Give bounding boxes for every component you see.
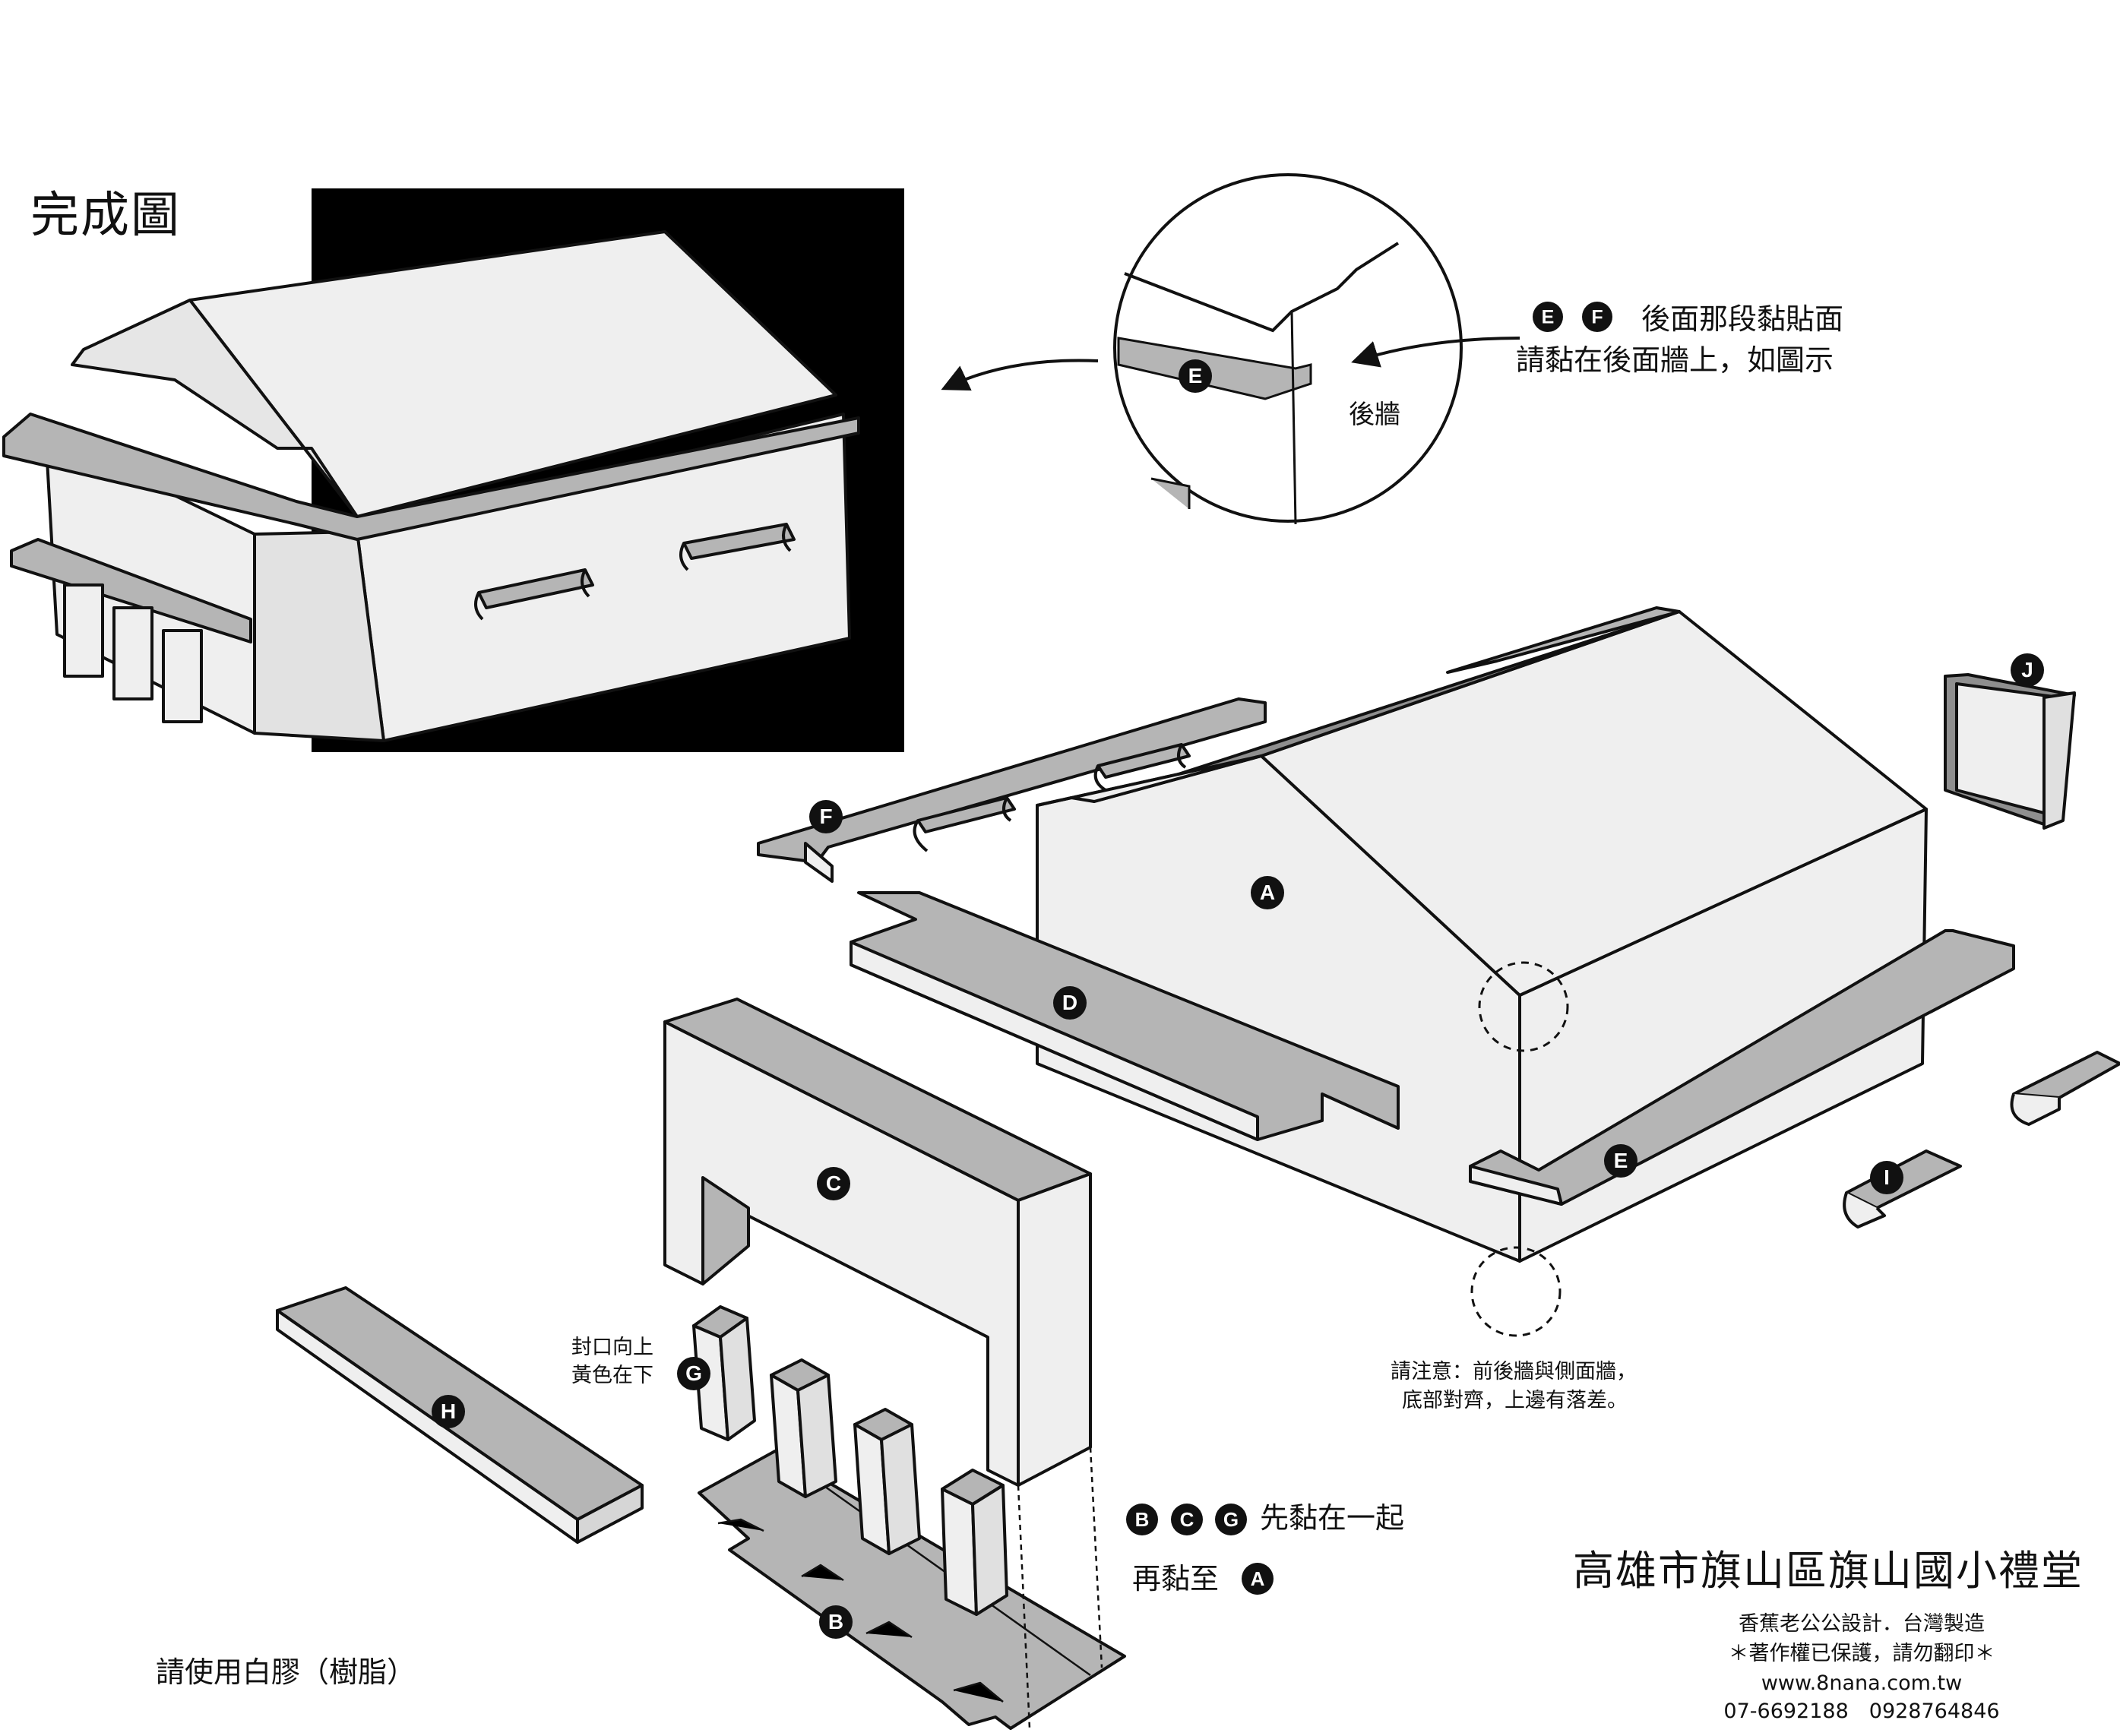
bcg-note: 先黏在一起 [1260,1501,1405,1535]
dashed-circle-lower [1470,1246,1562,1337]
part-j-rear-piece [1944,673,2076,830]
arrow-to-finished-model [941,359,1099,391]
badge-circle-b-13 [1126,1504,1158,1535]
badge-circle-d-1 [1053,986,1087,1020]
badge-letter-f-7: F [819,805,832,828]
building-name: 高雄市旗山區旗山國小禮堂 [1573,1547,2084,1595]
dashed-circle-upper [1478,961,1569,1052]
badge-circle-e-6 [1604,1144,1637,1178]
credit-design: 香蕉老公公設計．台灣製造 [1739,1612,1985,1636]
part-i-awning-pieces [1843,1051,2120,1228]
badge-letter-d-1: D [1062,991,1077,1014]
finished-eave [2,413,860,541]
zoom-detail-circle [1113,173,1463,525]
attention-line1: 請注意：前後牆與側面牆， [1391,1360,1637,1383]
badge-letter-e-10: E [1188,364,1203,387]
attention-line2: 底部對齊，上邊有落差。 [1402,1389,1628,1412]
badge-circle-e-11 [1533,302,1563,332]
pillar-g-2 [770,1358,837,1498]
part-b-portico-floor [698,1450,1126,1730]
part-label-badges: A D C H G B E F I J E E F B C G A [432,302,2044,1639]
badge-circle-a-0 [1251,876,1284,909]
credit-copyright: ＊著作權已保護，請勿翻印＊ [1728,1642,1995,1665]
part-f-eave-strip [757,697,1267,883]
badge-circle-c-14 [1171,1504,1203,1535]
badge-letter-a-16: A [1251,1567,1265,1590]
part-a-main-building [1036,606,1928,1263]
badge-letter-c-14: C [1180,1508,1194,1531]
g-note-line2: 黃色在下 [571,1364,653,1387]
pillar-g-3 [853,1408,921,1555]
part-g-pillars [692,1305,1008,1616]
badge-letter-j-9: J [2021,658,2033,681]
zoom-part-e [1117,337,1312,400]
g-note-line1: 封口向上 [571,1336,653,1359]
badge-letter-g-4: G [685,1361,702,1385]
badge-letter-g-15: G [1223,1508,1239,1531]
part-c-portico-frame [663,998,1092,1487]
badge-letter-h-3: H [441,1399,456,1423]
badge-circle-e-10 [1179,359,1212,393]
badge-letter-b-5: B [828,1610,843,1633]
badge-letter-e-6: E [1614,1149,1628,1172]
credit-phone: 07-6692188 0928764846 [1723,1700,2000,1723]
finished-awning-2 [682,523,796,560]
pillar-g-1 [692,1305,756,1441]
assembly-guide-lines [1017,1447,1103,1729]
part-e-eave-strip [1469,929,2015,1206]
credit-website: www.8nana.com.tw [1761,1671,1963,1695]
finished-model-illustration [2,188,904,752]
badge-circle-i-8 [1870,1161,1903,1194]
badge-letter-i-8: I [1884,1165,1890,1189]
badge-letter-b-13: B [1135,1508,1150,1531]
ef-note-line2: 請黏在後面牆上，如圖示 [1516,343,1834,377]
finished-roof-gable [71,299,359,518]
badge-circle-g-15 [1215,1504,1247,1535]
finished-title: 完成圖 [30,188,181,244]
then-glue-note: 再黏至 [1132,1562,1220,1595]
finished-portico-roof [10,538,252,643]
badge-circle-f-12 [1582,302,1612,332]
finished-awning-1 [477,568,594,609]
part-d-eave-board [850,891,1400,1141]
rear-wall-label: 後牆 [1349,400,1400,430]
badge-circle-a-16 [1242,1563,1274,1595]
glue-tip: 請使用白膠（樹脂） [156,1655,416,1689]
badge-circle-j-9 [2011,653,2044,687]
badge-letter-f-12: F [1591,306,1603,327]
badge-circle-f-7 [809,800,843,833]
badge-circle-c-2 [817,1167,850,1200]
badge-circle-h-3 [432,1395,465,1428]
finished-pillar-2 [112,606,153,700]
finished-pillar-3 [162,629,203,723]
pillar-g-4 [941,1469,1008,1616]
arrow-to-rear-wall [1351,337,1520,368]
badge-circle-g-4 [677,1357,710,1390]
finished-pillar-1 [63,583,104,678]
badge-letter-e-11: E [1542,306,1555,327]
badge-letter-c-2: C [826,1172,841,1195]
ef-note-line1: 後面那段黏貼面 [1641,302,1844,336]
badge-circle-b-5 [819,1605,853,1639]
badge-letter-a-0: A [1260,881,1275,904]
